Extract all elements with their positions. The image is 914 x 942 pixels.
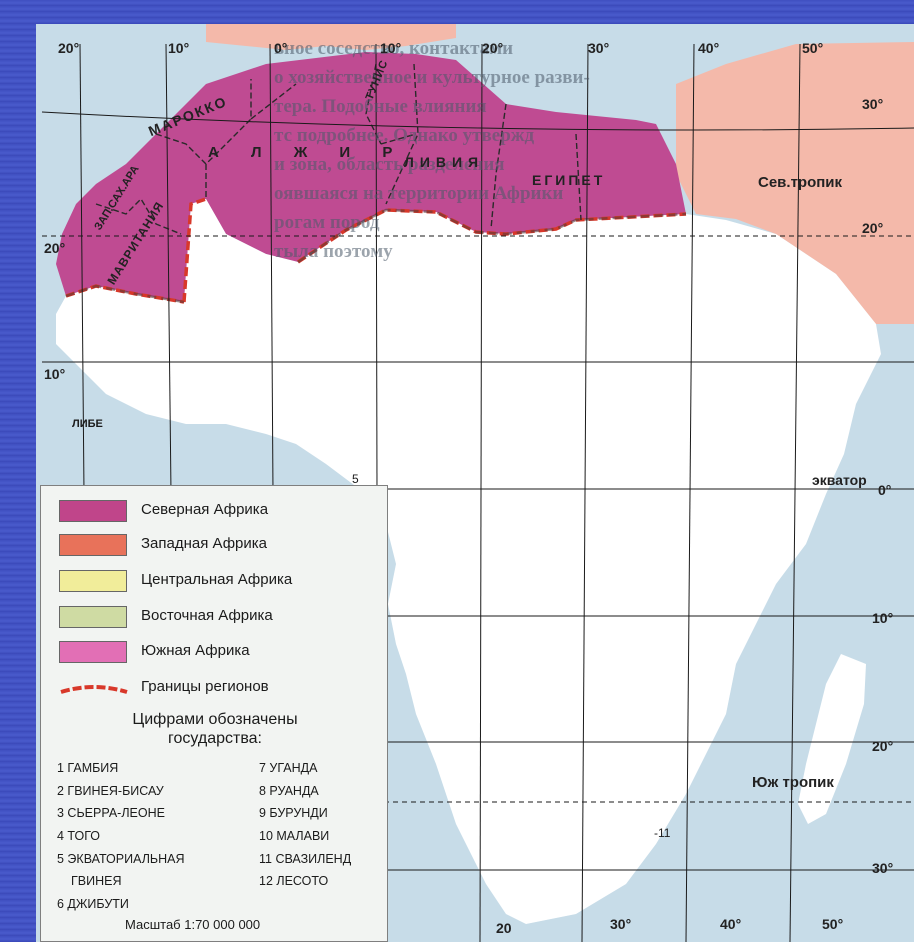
liberia-fragment-label: ЛИБЕ — [72, 418, 103, 430]
legend-label-west: Западная Африка — [141, 535, 268, 552]
north-africa-region — [56, 52, 686, 302]
legend-label-east: Восточная Африка — [141, 607, 273, 624]
lon-30e-label: 30° — [588, 40, 610, 56]
lon-40e-label: 40° — [698, 40, 720, 56]
lat-30s-right-label: 30° — [872, 860, 894, 876]
state-item: 7 УГАНДА — [259, 761, 318, 775]
libya-label: ЛИВИЯ — [404, 154, 485, 170]
state-item: 12 ЛЕСОТО — [259, 874, 329, 888]
lat-20n-right-label: 20° — [862, 220, 884, 236]
egypt-label: ЕГИПЕТ — [532, 172, 606, 188]
legend-swatch-west — [59, 534, 127, 556]
lon-50e-label: 50° — [802, 40, 824, 56]
legend-border-symbol — [60, 685, 128, 694]
state-item: ГВИНЕЯ — [71, 874, 122, 888]
state-item: 9 БУРУНДИ — [259, 806, 328, 820]
state-item: 1 ГАМБИЯ — [57, 761, 119, 775]
legend-states-heading-2: государства: — [168, 730, 262, 747]
background-book-text: ьное соседство, контактами о хозяйственн… — [274, 38, 590, 262]
legend-swatch-north — [59, 500, 127, 522]
map-scale-label: Масштаб 1:70 000 000 — [125, 917, 261, 932]
lon-10w-label: 10° — [168, 40, 190, 56]
legend-swatch-east — [59, 606, 127, 628]
lon-50-bottom-label: 50° — [822, 916, 844, 932]
legend-label-central: Центральная Африка — [141, 571, 293, 588]
lat-30n-right-label: 30° — [862, 96, 884, 112]
lon-40-bottom-label: 40° — [720, 916, 742, 932]
state-item: 11 СВАЗИЛЕНД — [259, 852, 352, 866]
lon-0-label: 0° — [274, 40, 288, 56]
legend-swatch-south — [59, 641, 127, 663]
state-item: 8 РУАНДА — [259, 784, 319, 798]
legend-label-south: Южная Африка — [141, 642, 250, 659]
lat-10s-right-label: 10° — [872, 610, 894, 626]
lon-10e-label: 10° — [380, 40, 402, 56]
middle-east-land — [676, 42, 914, 324]
equator-label: экватор — [812, 472, 867, 488]
state-item: 4 ТОГО — [57, 829, 101, 843]
legend-swatch-central — [59, 570, 127, 592]
state-item: 10 МАЛАВИ — [259, 829, 330, 843]
legend-label-borders: Границы регионов — [141, 678, 269, 695]
africa-blank-area — [56, 199, 881, 924]
state-item: 6 ДЖИБУТИ — [57, 897, 129, 911]
state-item: 2 ГВИНЕЯ-БИСАУ — [57, 784, 164, 798]
legend-states-heading-1: Цифрами обозначены — [132, 711, 298, 728]
algeria-label: А Л Ж И Р — [208, 144, 407, 161]
lat-20s-right-label: 20° — [872, 738, 894, 754]
lat-20n-left-label: 20° — [44, 240, 66, 256]
legend-label-north: Северная Африка — [141, 501, 269, 518]
lon-20e-label: 20° — [482, 40, 504, 56]
tropic-north-label: Сев.тропик — [758, 174, 843, 191]
state-item: 3 СЬЕРРА-ЛЕОНЕ — [57, 806, 165, 820]
map-legend: Северная Африка Западная Африка Централь… — [40, 485, 388, 942]
tropic-south-label: Юж тропик — [752, 774, 834, 791]
madagascar-island — [798, 654, 866, 824]
state-item: 5 ЭКВАТОРИАЛЬНАЯ — [57, 852, 185, 866]
lat-0-right-label: 0° — [878, 482, 892, 498]
lon-20w-label: 20° — [58, 40, 80, 56]
europe-land — [206, 24, 456, 50]
lat-10n-left-label: 10° — [44, 366, 66, 382]
number-5-label: 5 — [352, 472, 359, 486]
number-11-label: -11 — [654, 826, 671, 840]
lon-20-bottom-label: 20 — [496, 920, 512, 936]
lon-30-bottom-label: 30° — [610, 916, 632, 932]
